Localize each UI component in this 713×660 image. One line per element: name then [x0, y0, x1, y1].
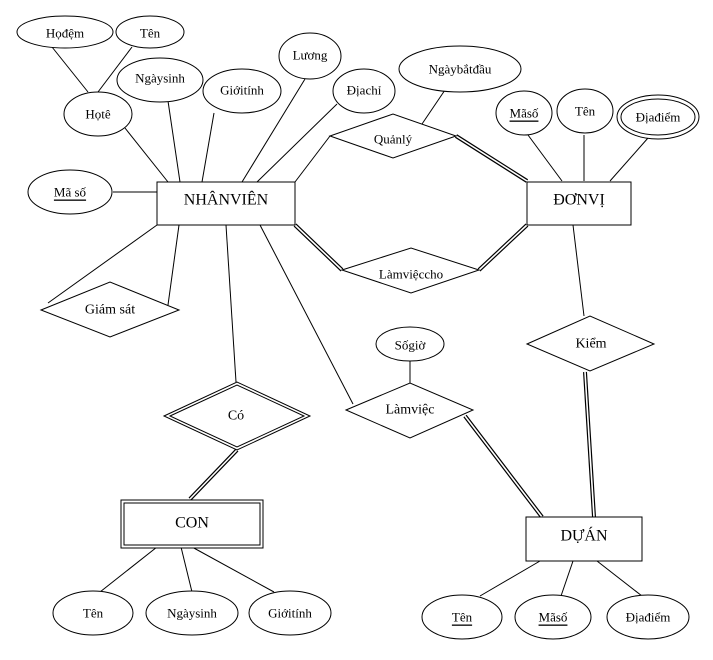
link-quanly-donvi-total	[454, 134, 529, 183]
attribute-label: Mã số	[54, 185, 87, 200]
link-ten-hote	[97, 46, 133, 93]
attribute-gioitinh-con[interactable]: Giớitính	[248, 590, 332, 636]
attribute-label: Địađiểm	[636, 110, 681, 125]
entity-label: NHÂNVIÊN	[184, 190, 269, 209]
attribute-label: Họđệm	[46, 26, 84, 41]
attribute-luong[interactable]: Lương	[278, 32, 342, 80]
relationship-label: Có	[228, 409, 244, 424]
attribute-gioitinh-nhanvien[interactable]: Giớitính	[202, 68, 282, 114]
link-con-ngaysinh	[180, 546, 193, 593]
relationship-quanly[interactable]: Quảnlý	[328, 113, 458, 159]
link-lamvieccho-donvi-total	[477, 223, 529, 272]
link-co-con-total	[188, 448, 239, 501]
attribute-label: Họtê	[85, 107, 111, 122]
link-luong-nhanvien	[241, 78, 306, 183]
link-diachi-nhanvien	[256, 103, 338, 183]
attribute-ngaybatdau[interactable]: Ngàybắtđầu	[398, 45, 522, 93]
link-hodem-hote	[51, 46, 89, 93]
link-duan-ten	[479, 560, 541, 597]
attribute-label: Sốgiờ	[395, 338, 427, 353]
attribute-label: Địađiểm	[626, 610, 671, 625]
link-donvi-kiem	[572, 224, 585, 317]
entity-duan[interactable]: DỰÁN	[525, 516, 643, 562]
attribute-ngaysinh-nhanvien[interactable]: Ngàysinh	[116, 57, 204, 103]
link-nhanvien-quanly	[294, 135, 331, 183]
entity-label: ĐƠNVỊ	[553, 192, 605, 209]
relationship-label: Quảnlý	[374, 132, 413, 147]
relationship-label: Giám sát	[85, 303, 135, 318]
link-diadiem-donvi	[609, 137, 649, 182]
link-nhanvien-lamviec	[259, 224, 354, 405]
relationship-label: Kiểm	[575, 337, 606, 352]
link-duan-maso	[560, 560, 574, 597]
attribute-hodem[interactable]: Họđệm	[16, 15, 114, 49]
attribute-label: Ngàysinh	[167, 606, 217, 621]
relationship-lamvieccho[interactable]: Làmviệccho	[340, 247, 481, 294]
relationship-label: Làmviệccho	[379, 267, 443, 282]
attribute-label: Tên	[140, 26, 161, 41]
link-ngaysinh-nhanvien	[167, 100, 181, 183]
attribute-label: Giớitính	[268, 606, 312, 621]
relationship-kiem[interactable]: Kiểm	[525, 315, 656, 372]
relationship-giamsat[interactable]: Giám sát	[39, 281, 181, 338]
link-ngaybatdau-quanly	[421, 89, 446, 125]
link-kiem-duan-total	[583, 371, 596, 518]
attribute-label: Tên	[83, 606, 104, 621]
relationship-co-identifying[interactable]: Có	[162, 381, 312, 451]
link-nhanvien-giamsat-2	[167, 224, 180, 306]
attribute-label: Mãsố	[510, 106, 539, 121]
attribute-label: Ngàybắtđầu	[429, 62, 492, 77]
attribute-ngaysinh-con[interactable]: Ngàysinh	[145, 590, 239, 636]
attribute-label: Ngàysinh	[135, 71, 185, 86]
link-con-ten	[99, 546, 158, 593]
attribute-ten-donvi[interactable]: Tên	[556, 88, 614, 134]
link-maso-donvi	[527, 134, 563, 182]
attribute-diadiem-duan[interactable]: Địađiểm	[606, 594, 690, 640]
attribute-ten-nhanvien[interactable]: Tên	[115, 15, 185, 49]
link-nhanvien-giamsat-1	[47, 224, 158, 304]
attribute-label: Tên	[575, 104, 596, 119]
attribute-diadiem-donvi-multivalued[interactable]: Địađiểm	[616, 94, 700, 140]
attribute-label: Lương	[293, 48, 328, 63]
attribute-label: Mãsố	[539, 610, 568, 625]
relationship-lamviec[interactable]: Làmviệc	[344, 382, 475, 439]
link-duan-diadiem	[596, 560, 643, 597]
link-hote-nhanvien	[124, 127, 169, 183]
attribute-diachi[interactable]: Địachỉ	[332, 68, 396, 114]
attribute-ten-duan-key[interactable]: Tên	[421, 594, 503, 640]
attribute-maso-donvi-key[interactable]: Mãsố	[495, 90, 553, 136]
attribute-hote[interactable]: Họtê	[63, 91, 133, 137]
entity-label: CON	[175, 515, 209, 532]
link-lamviec-duan-total	[463, 414, 544, 519]
relationship-label: Làmviệc	[386, 403, 435, 418]
link-nhanvien-lamvieccho-total	[293, 223, 344, 272]
entity-nhanvien[interactable]: NHÂNVIÊN	[156, 181, 296, 226]
attribute-maso-nhanvien-key[interactable]: Mã số	[27, 169, 113, 215]
attribute-label: Tên	[452, 610, 473, 625]
link-nhanvien-co	[225, 224, 237, 383]
attribute-sogio[interactable]: Sốgiờ	[375, 326, 445, 362]
entity-label: DỰÁN	[560, 526, 608, 545]
attribute-ten-con[interactable]: Tên	[52, 590, 134, 636]
link-con-gioitinh	[191, 546, 275, 593]
attribute-label: Giớitính	[220, 83, 264, 98]
entity-con-weak[interactable]: CON	[120, 499, 264, 549]
attribute-maso-duan-key[interactable]: Mãsố	[514, 594, 592, 640]
entity-donvi[interactable]: ĐƠNVỊ	[526, 181, 632, 226]
link-gioitinh-nhanvien	[201, 112, 215, 183]
connector-lines	[47, 46, 649, 597]
attribute-label: Địachỉ	[347, 83, 382, 98]
